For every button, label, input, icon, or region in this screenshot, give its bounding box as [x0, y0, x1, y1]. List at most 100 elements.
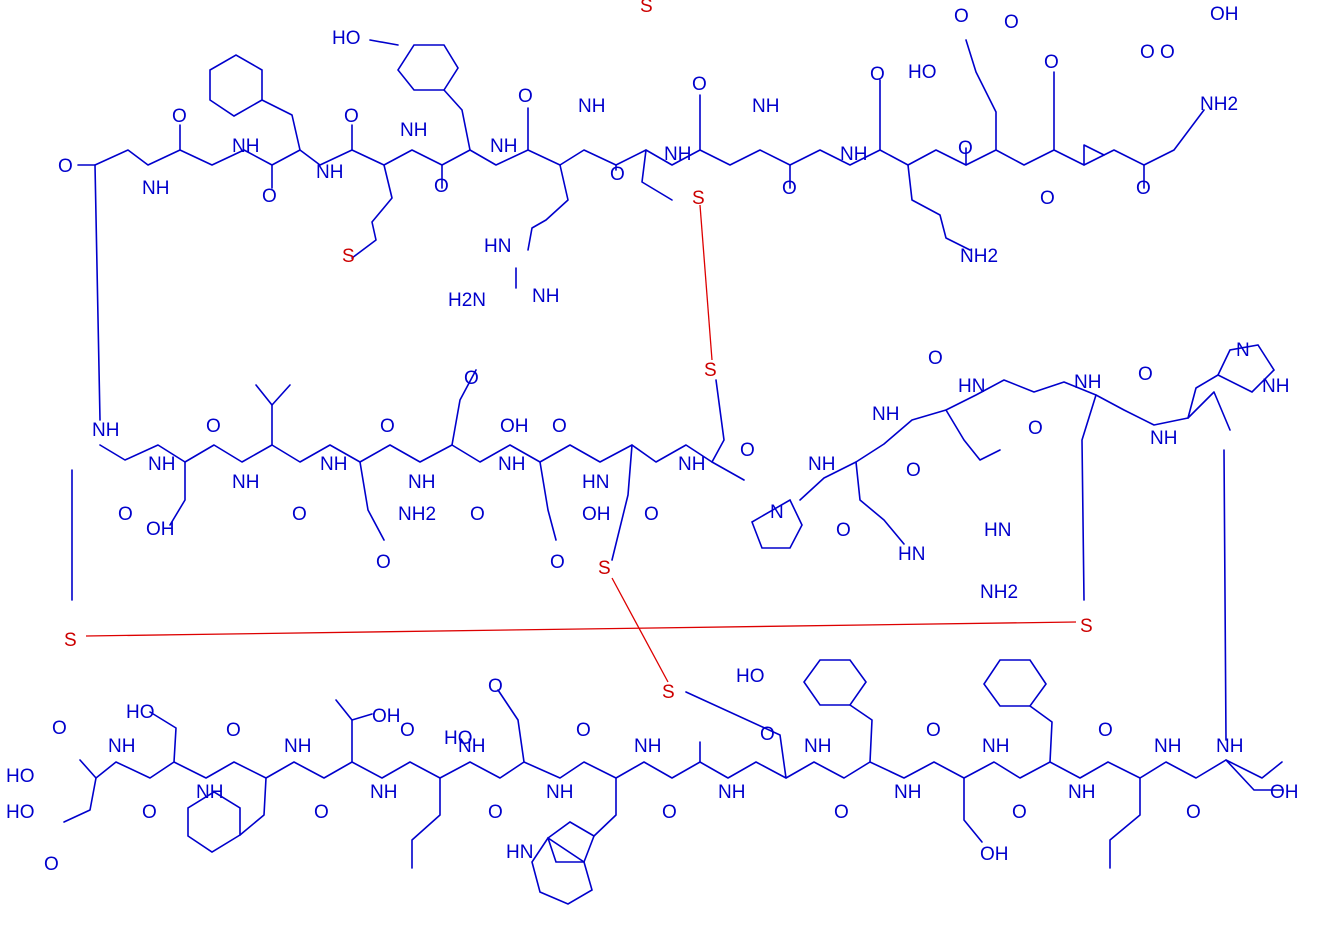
label-oh-asp3: OH — [582, 504, 611, 525]
label-oh-ser4: OH — [980, 844, 1009, 865]
label-o-45: O — [834, 802, 849, 823]
label-o-38: O — [226, 720, 241, 741]
label-nh-10: NH — [872, 404, 899, 425]
label-nh-22: NH — [196, 782, 223, 803]
trp-ring-b — [531, 836, 593, 905]
label-s-1: S — [692, 188, 705, 209]
label-nh-27: NH — [634, 736, 661, 757]
label-nh-13: NH — [232, 472, 259, 493]
row1-chain — [94, 109, 1205, 166]
label-o-34: O — [52, 718, 67, 739]
label-o-5: O — [434, 176, 449, 197]
label-s-2: S — [704, 360, 717, 381]
label-hn-3: HN — [898, 544, 925, 565]
label-ho-asp6: HO — [444, 728, 473, 749]
label-ho-asp5: HO — [6, 802, 35, 823]
label-o-12: O — [782, 178, 797, 199]
label-nh-15: NH — [408, 472, 435, 493]
label-nh-23: NH — [284, 736, 311, 757]
label-nh-3: NH — [316, 162, 343, 183]
label-s-met: S — [342, 246, 355, 267]
atom-labels: HO O O O O O O O O NH2 HO O O O NH NH NH… — [6, 0, 1299, 875]
label-o-29: O — [550, 552, 565, 573]
row1-backbone — [77, 39, 1205, 421]
label-n-his: N — [1236, 340, 1250, 361]
label-nh2-lys: NH2 — [960, 246, 998, 267]
row2-chain-right — [799, 379, 1231, 501]
label-oh-thr: OH — [372, 706, 401, 727]
label-n-pro: N — [770, 502, 784, 523]
cross-link-row2-row3 — [1223, 449, 1227, 741]
label-o-43: O — [662, 802, 677, 823]
label-o-20: O — [464, 368, 479, 389]
label-nh-11: NH — [92, 420, 119, 441]
label-o-13: O — [958, 138, 973, 159]
label-nh-28: NH — [718, 782, 745, 803]
label-oh-asp2: OH — [500, 416, 529, 437]
label-nh2-gly: NH2 — [1200, 94, 1238, 115]
label-o-31: O — [836, 520, 851, 541]
phe-ring-3 — [983, 659, 1047, 707]
trp-ring-a — [547, 821, 595, 863]
row2-chain — [99, 444, 745, 481]
disulfide-bond-1 — [699, 204, 713, 361]
label-nh-29: NH — [804, 736, 831, 757]
label-nh-1: NH — [142, 178, 169, 199]
label-o-44: O — [760, 724, 775, 745]
label-nh-21: NH — [108, 736, 135, 757]
label-o-21: O — [118, 504, 133, 525]
label-nh2-asn: NH2 — [398, 504, 436, 525]
label-o-4: O — [344, 106, 359, 127]
label-nh-31: NH — [982, 736, 1009, 757]
label-nh-4: NH — [400, 120, 427, 141]
tyr-ring-1 — [397, 44, 459, 91]
label-o-17: O — [1160, 42, 1175, 63]
label-o-40: O — [400, 720, 415, 741]
label-o-15: O — [1040, 188, 1055, 209]
label-ho-ser3: HO — [126, 702, 155, 723]
label-s-5: S — [598, 558, 611, 579]
label-o-41: O — [488, 802, 503, 823]
label-o-10: O — [870, 64, 885, 85]
label-o-46: O — [926, 720, 941, 741]
label-o-1: O — [58, 156, 73, 177]
label-o-22: O — [206, 416, 221, 437]
tyr-ring-2 — [803, 659, 867, 706]
label-o-26: O — [552, 416, 567, 437]
label-o-23: O — [292, 504, 307, 525]
label-o-6: O — [518, 86, 533, 107]
label-nh-his: NH — [1262, 376, 1289, 397]
label-ho-asp4: HO — [6, 766, 35, 787]
label-s-3: S — [64, 630, 77, 651]
label-nh-arg1: NH — [532, 286, 559, 307]
label-nh-30: NH — [894, 782, 921, 803]
label-nh-33: NH — [1154, 736, 1181, 757]
label-o-48: O — [1098, 720, 1113, 741]
label-hn-arg1: HN — [484, 236, 511, 257]
label-nh-16: NH — [498, 454, 525, 475]
pro-ring — [751, 498, 803, 549]
label-o-42: O — [576, 720, 591, 741]
label-o-30: O — [740, 440, 755, 461]
label-o-3: O — [262, 186, 277, 207]
label-o-35: O — [488, 676, 503, 697]
label-o-11: O — [1044, 52, 1059, 73]
label-o-16: O — [1140, 42, 1155, 63]
label-ho-tyr2: HO — [736, 666, 765, 687]
label-ho-asp1: HO — [908, 62, 937, 83]
label-o-25: O — [470, 504, 485, 525]
label-nh-25: NH — [458, 736, 485, 757]
label-o-8: O — [692, 74, 707, 95]
label-nh-19: NH — [1074, 372, 1101, 393]
label-o-19: O — [1138, 364, 1153, 385]
disulfide-bonds — [85, 204, 1077, 683]
label-nh-8: NH — [752, 96, 779, 117]
label-nh-20: NH — [1150, 428, 1177, 449]
label-o-49: O — [1186, 802, 1201, 823]
label-o-32: O — [906, 460, 921, 481]
label-ho-tyr1: HO — [332, 28, 361, 49]
label-nh-32: NH — [1068, 782, 1095, 803]
label-nh-2: NH — [232, 136, 259, 157]
label-nh-12: NH — [148, 454, 175, 475]
